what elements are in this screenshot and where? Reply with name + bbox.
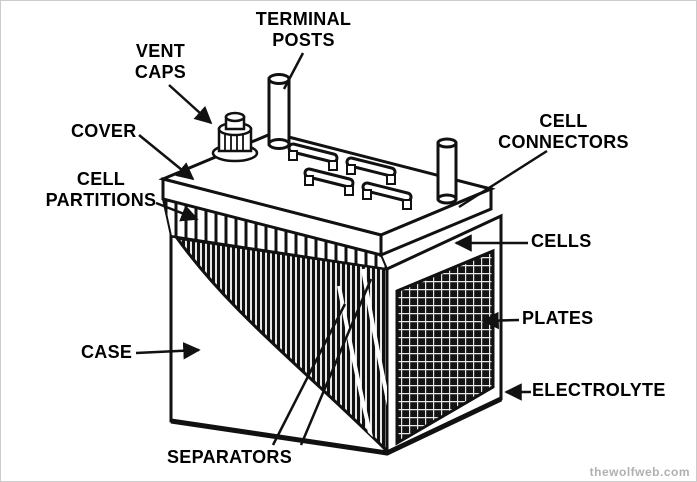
cell-connectors xyxy=(287,142,413,210)
vent-caps-leader-line xyxy=(168,84,213,125)
case-leader-line xyxy=(135,342,201,360)
watermark: thewolfweb.com xyxy=(589,465,690,479)
plates-leader-line xyxy=(481,311,520,330)
cell-connectors-leader-line xyxy=(458,149,548,209)
terminal-posts-leader-line xyxy=(282,52,305,90)
label-separators: SEPARATORS xyxy=(167,447,293,467)
separator-sheets xyxy=(337,268,387,438)
label-vent-caps: VENT CAPS xyxy=(134,41,187,82)
label-case: CASE xyxy=(81,342,133,362)
vent-cap xyxy=(211,111,259,163)
label-cell-partitions: CELL PARTITIONS xyxy=(45,169,157,210)
cell-partitions-leader-line xyxy=(155,201,199,222)
case-bottom-edge xyxy=(170,396,503,456)
separators-leader-line-2 xyxy=(299,278,373,446)
label-cover: COVER xyxy=(71,121,137,141)
cutaway-plates xyxy=(173,235,389,455)
terminal-post-left xyxy=(267,73,291,150)
terminal-post-right xyxy=(436,137,458,205)
leader-lines xyxy=(135,52,548,446)
label-cell-connectors: CELL CONNECTORS xyxy=(498,111,629,152)
label-plates: PLATES xyxy=(522,308,594,328)
plates-grid xyxy=(395,248,495,446)
label-terminal-posts: TERMINAL POSTS xyxy=(255,9,352,50)
label-electrolyte: ELECTROLYTE xyxy=(532,380,666,400)
separators-leader-line-1 xyxy=(271,303,347,446)
cover-leader-line xyxy=(138,134,195,181)
label-cells: CELLS xyxy=(531,231,592,251)
